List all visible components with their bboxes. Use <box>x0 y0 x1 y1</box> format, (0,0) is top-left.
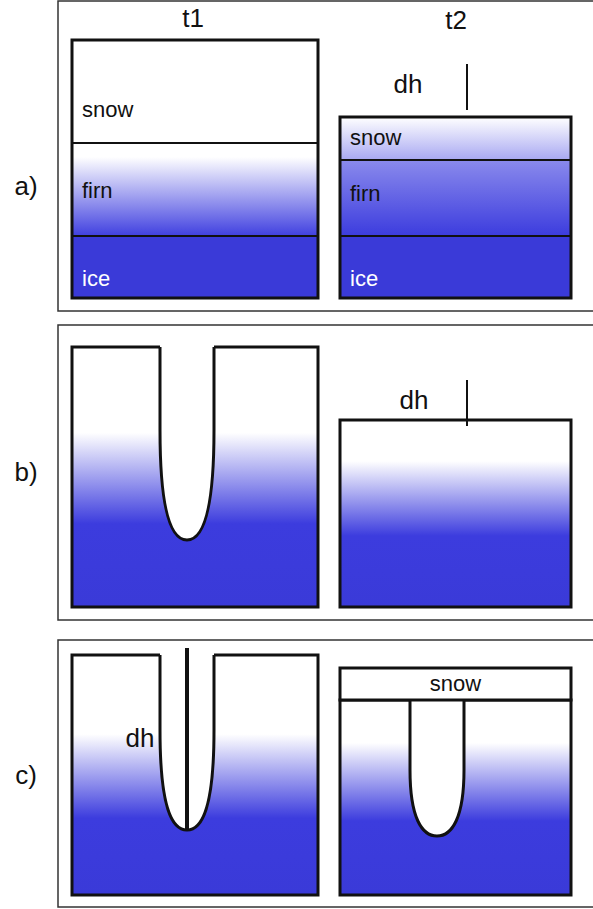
firn-layer <box>72 143 318 236</box>
panel-letter: b) <box>14 458 37 487</box>
panel-frame <box>58 1 593 311</box>
panel-frame <box>58 325 593 620</box>
ice-layer: ice <box>72 236 318 298</box>
snow-layer <box>72 40 318 143</box>
measuring-stake <box>185 648 189 830</box>
height-change-label: dh <box>394 70 423 99</box>
melt-hole-outline <box>160 347 214 540</box>
panel-letter: a) <box>14 172 37 201</box>
melt-hole <box>410 701 464 836</box>
layer-name: firn <box>82 179 113 203</box>
column-outline <box>340 420 571 607</box>
panel-letter: c) <box>15 761 37 790</box>
dh-tick <box>466 64 468 110</box>
layer-boundary <box>340 159 571 161</box>
layer-name: ice <box>82 267 110 291</box>
height-change-label: dh <box>126 724 155 753</box>
time-label: t2 <box>445 6 467 35</box>
panel-frame <box>58 640 593 907</box>
melt-hole-outline <box>410 700 464 836</box>
firn-layer: firn <box>340 160 571 236</box>
snow-layer: snow <box>340 668 571 700</box>
ice-layer <box>72 236 318 298</box>
ice-layer <box>340 236 571 298</box>
snow-layer <box>340 668 571 700</box>
layer-name: firn <box>350 182 381 206</box>
spacer <box>190 700 244 836</box>
layer-boundary <box>72 235 318 237</box>
snow-layer: snow <box>72 40 318 143</box>
ice-layer: ice <box>340 236 571 298</box>
column-outline <box>340 117 571 298</box>
column-outline <box>340 700 571 895</box>
layer-name: ice <box>350 267 378 291</box>
dh-tick <box>466 380 468 426</box>
snow-layer: snow <box>340 117 571 160</box>
layer-boundary <box>72 142 318 144</box>
layer-name: snow <box>82 98 133 122</box>
snow-layer <box>340 117 571 160</box>
column-outline <box>72 40 318 298</box>
firn-layer <box>340 160 571 236</box>
layer-name: snow <box>350 126 401 150</box>
layer-boundary <box>340 235 571 237</box>
firn-layer: firn <box>72 143 318 236</box>
time-label: t1 <box>182 4 204 33</box>
melt-hole <box>160 345 214 540</box>
layer-name: snow <box>430 672 481 696</box>
height-change-label: dh <box>400 386 429 415</box>
